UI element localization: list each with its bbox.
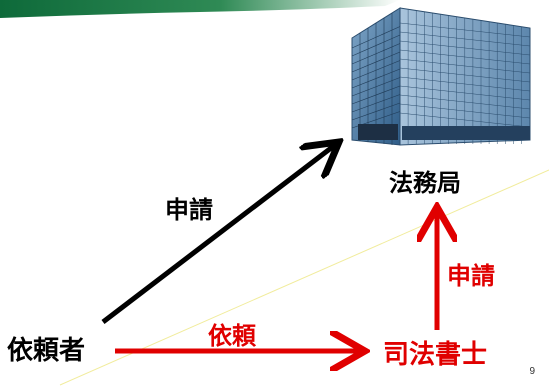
office-building-icon bbox=[351, 7, 531, 146]
office-label: 法務局 bbox=[389, 169, 461, 197]
page-number: 9 bbox=[529, 366, 535, 377]
apply-label-scrivener: 申請 bbox=[447, 262, 495, 290]
arrow-client-to-office bbox=[101, 145, 335, 324]
request-label: 依頼 bbox=[208, 322, 256, 350]
header-band bbox=[0, 0, 400, 18]
client-label: 依頼者 bbox=[7, 336, 86, 366]
scrivener-label: 司法書士 bbox=[383, 340, 488, 370]
apply-label-client: 申請 bbox=[165, 196, 213, 224]
